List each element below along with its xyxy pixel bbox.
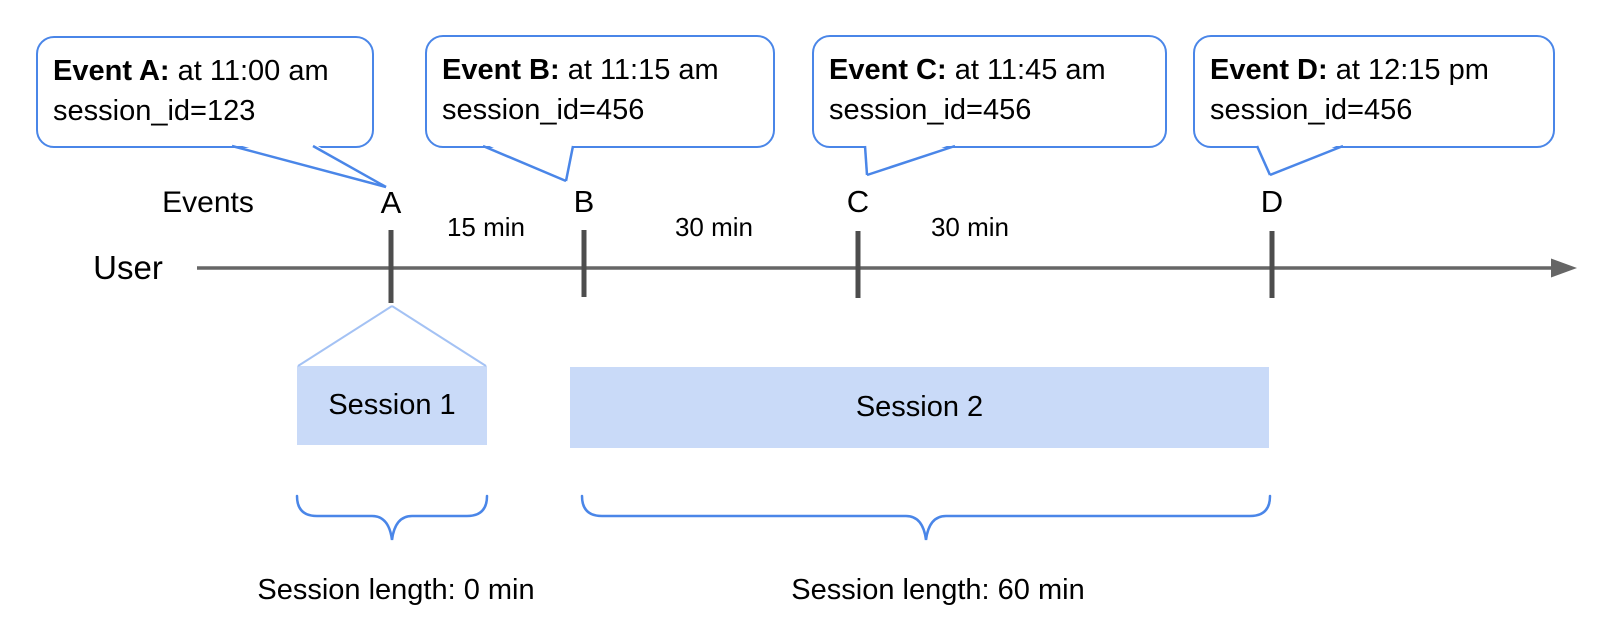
interval-b-c-label: 30 min	[674, 212, 754, 242]
session-1-label: Session 1	[328, 389, 456, 421]
callout-title-event-d: Event D: at 12:15 pm	[1210, 50, 1553, 90]
callout-tail-b	[482, 143, 575, 183]
session-1-funnel	[297, 305, 487, 367]
callout-session-id-event-d: session_id=456	[1210, 94, 1413, 126]
callout-title-event-a: Event A: at 11:00 am	[53, 51, 372, 91]
events-axis-label: Events	[162, 186, 254, 219]
callout-title-event-b: Event B: at 11:15 am	[442, 50, 773, 90]
callout-bubble-event-d: Event D: at 12:15 pm session_id=456	[1193, 35, 1555, 148]
session-2-box: Session 2	[570, 367, 1269, 448]
event-marker-b: B	[573, 184, 595, 219]
callout-title-rest: at 11:00 am	[169, 55, 329, 87]
callout-title-bold: Event A:	[53, 55, 170, 87]
callout-title-bold: Event C:	[829, 54, 947, 86]
callout-bubble-event-c: Event C: at 11:45 am session_id=456	[812, 35, 1167, 148]
event-marker-c: C	[846, 184, 870, 219]
callout-title-rest: at 12:15 pm	[1327, 54, 1489, 86]
callout-bubble-event-b: Event B: at 11:15 am session_id=456	[425, 35, 775, 148]
session-1-length-label: Session length: 0 min	[257, 574, 535, 606]
callout-session-id-event-c: session_id=456	[829, 94, 1032, 126]
interval-a-b-label: 15 min	[446, 212, 526, 242]
callout-title-event-c: Event C: at 11:45 am	[829, 50, 1165, 90]
session-1-brace	[295, 494, 489, 541]
callout-title-rest: at 11:15 am	[559, 54, 719, 86]
callout-session-id-event-b: session_id=456	[442, 94, 645, 126]
session-2-label: Session 2	[855, 391, 984, 423]
callout-title-rest: at 11:45 am	[946, 54, 1106, 86]
timeline-arrowhead-icon	[1551, 258, 1577, 278]
session-2-brace	[580, 494, 1272, 541]
session-2-length-label: Session length: 60 min	[791, 574, 1085, 606]
user-axis-label: User	[93, 249, 163, 286]
callout-tail-a	[231, 143, 387, 189]
callout-title-bold: Event B:	[442, 54, 560, 86]
callout-bubble-event-a: Event A: at 11:00 am session_id=123	[36, 36, 374, 148]
callout-title-bold: Event D:	[1210, 54, 1328, 86]
event-marker-a: A	[380, 185, 402, 220]
interval-c-d-label: 30 min	[930, 212, 1010, 242]
session-1-box: Session 1	[297, 366, 487, 445]
callout-session-id-event-a: session_id=123	[53, 95, 256, 127]
event-marker-d: D	[1260, 184, 1284, 219]
